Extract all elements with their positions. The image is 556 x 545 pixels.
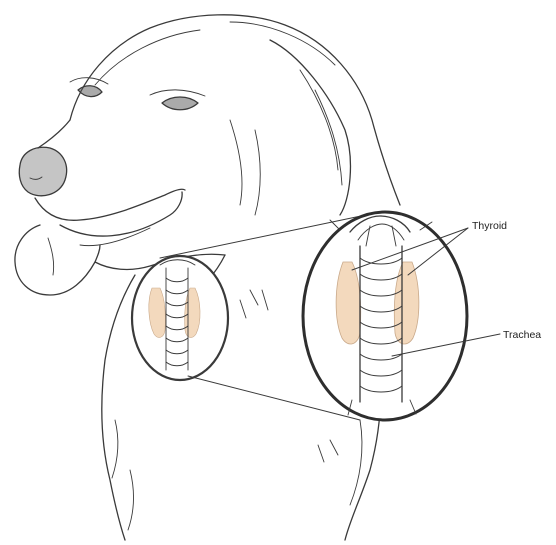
trachea-label: Trachea — [503, 329, 541, 341]
thyroid-label: Thyroid — [472, 220, 507, 232]
small-inset-circle — [132, 256, 228, 380]
large-inset-circle — [303, 212, 467, 420]
small-thyroid-right-lobe — [185, 288, 200, 337]
large-zoom-inset — [303, 212, 467, 420]
small-neck-inset — [132, 256, 228, 380]
